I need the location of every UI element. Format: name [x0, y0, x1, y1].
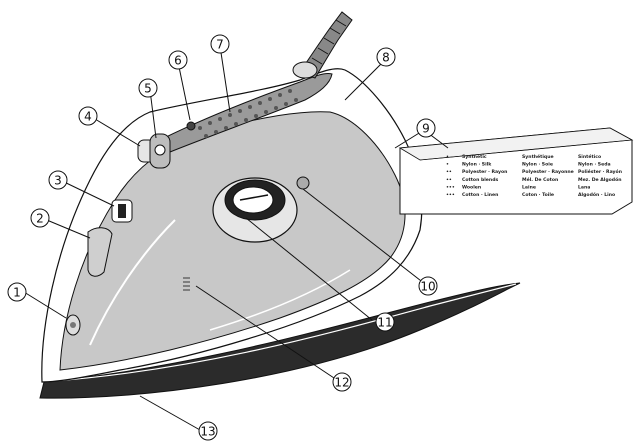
- callout-5: 5: [138, 78, 158, 98]
- temperature-dot-icon: ••: [446, 170, 452, 175]
- callout-number: 11: [377, 316, 392, 330]
- callout-number: 5: [144, 82, 152, 96]
- fabric-label: Algodón · Lino: [578, 191, 615, 198]
- water-fill-cover: [87, 227, 113, 277]
- callout-12: 12: [332, 372, 352, 392]
- cord-pivot: [292, 61, 318, 79]
- callout-6: 6: [168, 50, 188, 70]
- temperature-dial-pointer: [239, 194, 269, 201]
- callout-circle: [30, 208, 50, 228]
- callout-number: 9: [422, 122, 430, 136]
- fabric-label: Cotton blends: [462, 177, 498, 183]
- callout-number: 13: [200, 425, 215, 439]
- fabric-panel: [398, 127, 634, 215]
- callout-circle: [418, 276, 438, 296]
- leader-lines: [23, 45, 449, 431]
- soleplate: [39, 282, 521, 399]
- fabric-label: Synthetic: [462, 154, 487, 160]
- callout-circle: [376, 47, 396, 67]
- callout-circle: [198, 421, 218, 441]
- temperature-dot-icon: •: [446, 163, 449, 168]
- callout-number: 2: [36, 212, 44, 226]
- fabric-label: Mél. De Coton: [522, 176, 558, 183]
- temperature-dot-icon: •: [446, 155, 449, 160]
- fabric-label: Laine: [522, 184, 536, 190]
- fabric-label: Woolen: [462, 184, 481, 190]
- callout-circle: [168, 50, 188, 70]
- handle-top: [159, 73, 333, 153]
- callout-number: 8: [382, 51, 390, 65]
- callout-number: 4: [84, 110, 92, 124]
- callout-circle: [375, 312, 395, 332]
- water-level-window: [183, 277, 190, 291]
- cord-ridges: [311, 19, 347, 65]
- callout-3: 3: [48, 170, 68, 190]
- callout-9: 9: [416, 118, 436, 138]
- spray-nozzle-tip: [70, 322, 76, 328]
- callout-circle: [210, 34, 230, 54]
- callout-11: 11: [375, 312, 395, 332]
- callout-number: 3: [54, 174, 62, 188]
- temperature-dot-icon: ••: [446, 178, 452, 183]
- shell-highlight: [89, 219, 176, 346]
- steam-control-knob: [118, 204, 126, 218]
- fabric-label: Mez. De Algodón: [578, 176, 622, 183]
- callout-circle: [138, 78, 158, 98]
- fabric-label: Polyester · Rayon: [462, 169, 507, 175]
- temperature-dial-face: [232, 186, 274, 214]
- callout-circle: [7, 282, 27, 302]
- callout-10: 10: [418, 276, 438, 296]
- fabric-label: Nylon · Seda: [578, 162, 611, 168]
- callout-number: 1: [13, 286, 21, 300]
- indicator-light: [186, 121, 196, 131]
- cord-guard: [299, 11, 353, 79]
- callout-7: 7: [210, 34, 230, 54]
- callout-circle: [48, 170, 68, 190]
- fabric-label: Polyester · Rayonne: [522, 169, 574, 175]
- callout-number: 10: [420, 280, 435, 294]
- callout-number: 7: [216, 38, 224, 52]
- shell-highlight-2: [209, 269, 351, 331]
- dial-marker: [296, 176, 310, 190]
- callout-circle: [332, 372, 352, 392]
- spray-holes: [198, 89, 298, 138]
- callout-2: 2: [30, 208, 50, 228]
- fabric-label: Cotton · Linen: [462, 192, 498, 198]
- callout-13: 13: [198, 421, 218, 441]
- fabric-label: Coton · Toile: [522, 192, 554, 198]
- fabric-label: Nylon · Silk: [462, 162, 492, 168]
- temperature-dot-icon: •••: [446, 193, 455, 198]
- callout-number: 6: [174, 54, 182, 68]
- fabric-label: Nylon · Soie: [522, 162, 553, 168]
- callout-4: 4: [78, 106, 98, 126]
- callout-circle: [416, 118, 436, 138]
- fabric-label: Sintético: [578, 153, 601, 160]
- callout-1: 1: [7, 282, 27, 302]
- temperature-dot-icon: •••: [446, 185, 455, 190]
- callout-8: 8: [376, 47, 396, 67]
- fabric-label: Lana: [578, 184, 590, 190]
- callout-number: 12: [334, 376, 349, 390]
- spray-button-cap: [154, 144, 166, 156]
- fabric-label: Poliéster · Rayón: [578, 168, 622, 175]
- callout-circle: [78, 106, 98, 126]
- soleplate-rim: [39, 283, 517, 383]
- fabric-label: Synthétique: [522, 153, 554, 160]
